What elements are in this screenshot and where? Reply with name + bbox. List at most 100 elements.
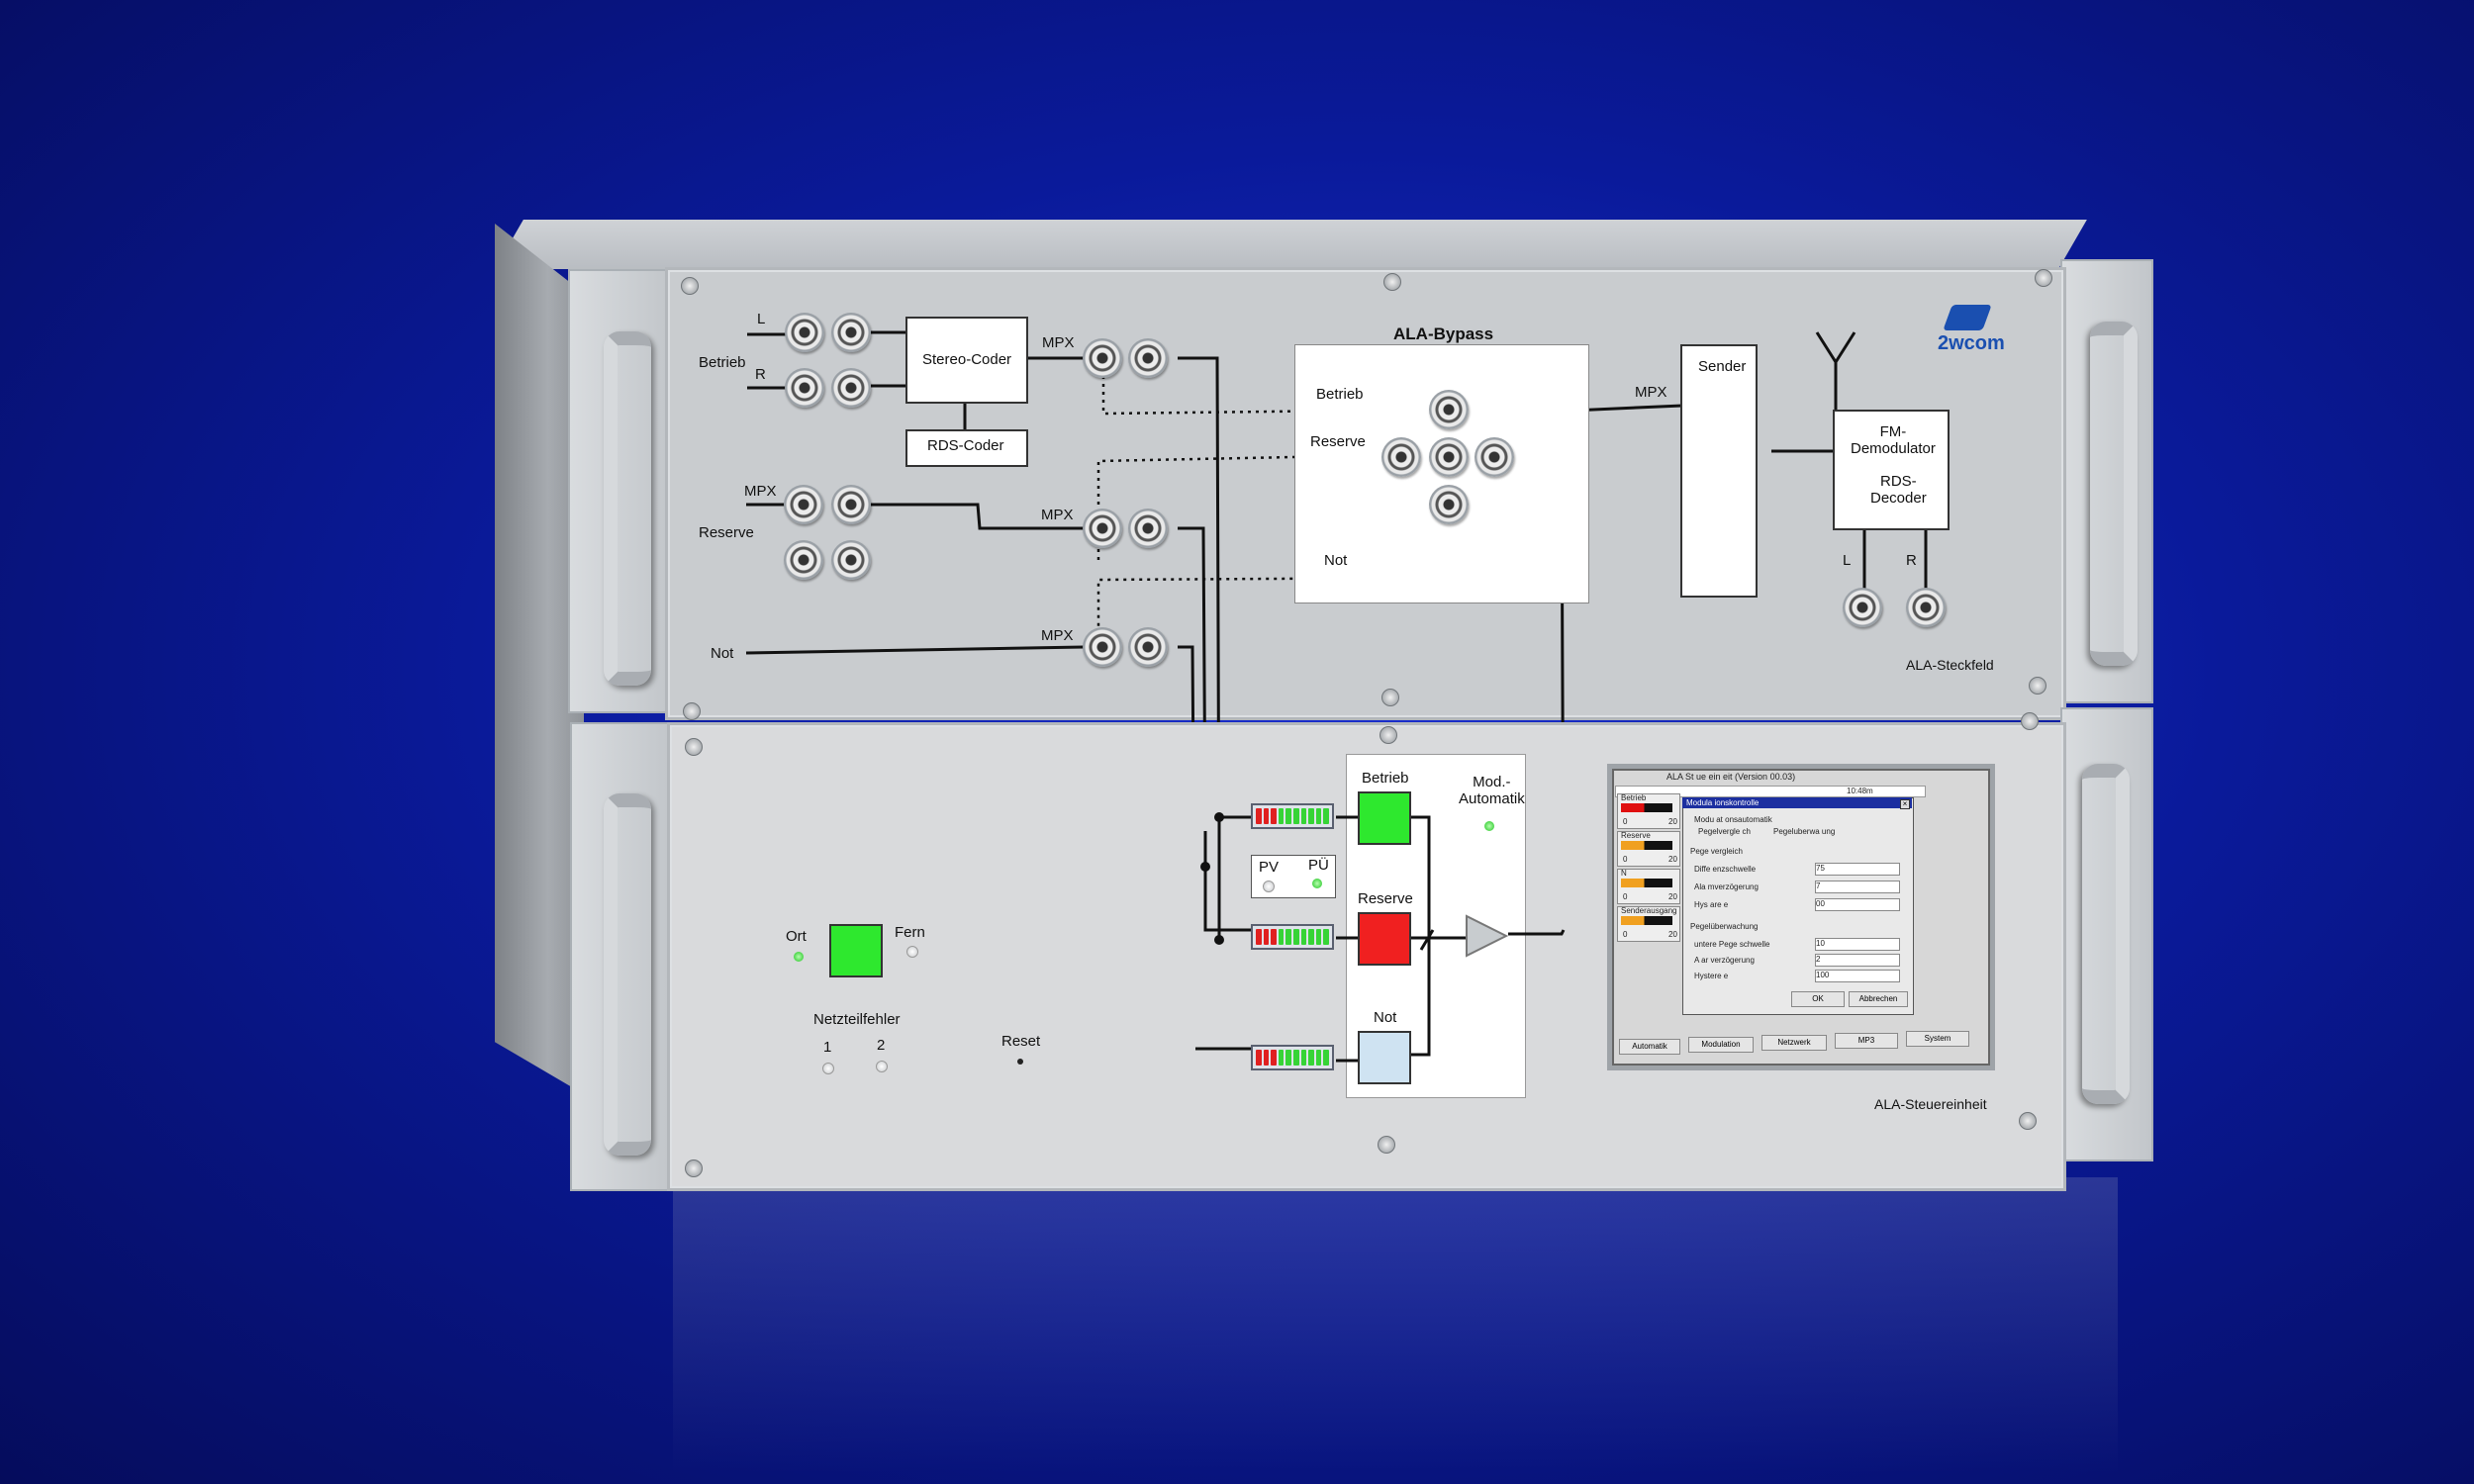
field-input[interactable]: 00 <box>1815 898 1900 911</box>
jack[interactable] <box>1429 485 1469 524</box>
pu-label: PÜ <box>1308 857 1329 874</box>
jack[interactable] <box>831 540 871 580</box>
screw <box>2029 677 2046 695</box>
jack[interactable] <box>1381 437 1421 477</box>
screw <box>2019 1112 2037 1130</box>
field-label: Hys are e <box>1694 900 1729 909</box>
betrieb-button[interactable] <box>1358 791 1411 845</box>
jack[interactable] <box>1843 588 1882 627</box>
out-l-label: L <box>1843 552 1852 569</box>
label-mpx: MPX <box>1041 627 1074 644</box>
jack[interactable] <box>1128 627 1168 667</box>
jack[interactable] <box>1906 588 1946 627</box>
jack[interactable] <box>1475 437 1514 477</box>
meter-min: 0 <box>1623 892 1628 901</box>
reserve-label: Reserve <box>1358 890 1413 907</box>
meter-max: 20 <box>1668 817 1677 826</box>
left-handle-lower[interactable] <box>604 793 651 1156</box>
bypass-betrieb-label: Betrieb <box>1316 386 1364 403</box>
label-r: R <box>755 366 766 383</box>
abbrechen-button[interactable]: Abbrechen <box>1849 991 1908 1007</box>
screw <box>1378 1136 1395 1154</box>
pu-led <box>1312 879 1322 888</box>
jack[interactable] <box>1128 338 1168 378</box>
jack[interactable] <box>1128 509 1168 548</box>
level-meter-not <box>1251 1045 1334 1070</box>
steuereinheit-name: ALA-Steuereinheit <box>1874 1096 1987 1112</box>
sender-box <box>1680 344 1758 598</box>
jack[interactable] <box>1083 509 1122 548</box>
meter-not-label: N <box>1621 869 1627 878</box>
meter-sender-bar <box>1621 916 1672 925</box>
jack[interactable] <box>831 313 871 352</box>
left-handle-upper[interactable] <box>604 331 651 686</box>
field-label: Hystere e <box>1694 972 1729 980</box>
jack[interactable] <box>1429 390 1469 429</box>
jack[interactable] <box>831 368 871 408</box>
label-mpx: MPX <box>1042 334 1075 351</box>
reset-button[interactable] <box>1017 1059 1023 1065</box>
jack[interactable] <box>784 485 823 524</box>
meter-betrieb-bar <box>1621 803 1672 812</box>
jack[interactable] <box>1083 627 1122 667</box>
fm-demod-label: FM- Demodulator <box>1851 423 1936 457</box>
meter-not-bar <box>1621 879 1672 887</box>
label-mpx-sender: MPX <box>1635 384 1667 401</box>
level-meter-betrieb <box>1251 803 1334 829</box>
label-mpx-reserve: MPX <box>744 483 777 500</box>
rack-reflection <box>673 1177 2118 1474</box>
label-mpx: MPX <box>1041 507 1074 523</box>
field-input[interactable]: 10 <box>1815 938 1900 951</box>
label-l: L <box>757 311 766 327</box>
screw <box>681 277 699 295</box>
field-label: untere Pege schwelle <box>1694 940 1770 949</box>
not-button[interactable] <box>1358 1031 1411 1084</box>
jack[interactable] <box>831 485 871 524</box>
screen-title: ALA St ue ein eit (Version 00.03) <box>1666 772 1796 782</box>
radio-pegelueberwachung[interactable]: Pegeluberwa ung <box>1773 827 1836 836</box>
field-input[interactable]: 7 <box>1815 881 1900 893</box>
right-ear-upper <box>2060 259 2153 703</box>
radio-pegelvergleich[interactable]: Pegelvergle ch <box>1698 827 1751 836</box>
jack[interactable] <box>1083 338 1122 378</box>
ort-fern-button[interactable] <box>829 924 883 977</box>
reset-label: Reset <box>1001 1033 1041 1050</box>
pegelvergleich-label: Pege vergleich <box>1690 847 1743 856</box>
fern-led <box>906 946 918 958</box>
sender-label: Sender <box>1698 358 1747 375</box>
nt2-led <box>876 1061 888 1072</box>
field-label: Diffe enzschwelle <box>1694 865 1757 874</box>
field-input[interactable]: 2 <box>1815 954 1900 967</box>
dialog-titlebar <box>1682 797 1912 808</box>
screw <box>1381 689 1399 706</box>
field-input[interactable]: 100 <box>1815 970 1900 982</box>
screw <box>2035 269 2052 287</box>
tab-netzwerk[interactable]: Netzwerk <box>1761 1035 1827 1051</box>
steckfeld-name: ALA-Steckfeld <box>1906 657 1994 673</box>
reserve-button[interactable] <box>1358 912 1411 966</box>
rds-coder-label: RDS-Coder <box>927 437 1004 454</box>
screw <box>1380 726 1397 744</box>
tab-system[interactable]: System <box>1906 1031 1969 1047</box>
label-betrieb: Betrieb <box>699 354 746 371</box>
field-label: A ar verzögerung <box>1694 956 1755 965</box>
jack[interactable] <box>784 540 823 580</box>
bypass-title: ALA-Bypass <box>1393 325 1494 343</box>
ort-label: Ort <box>786 928 807 945</box>
jack[interactable] <box>785 313 824 352</box>
rds-coder-box <box>905 429 1028 467</box>
meter-min: 0 <box>1623 855 1628 864</box>
tab-mp3[interactable]: MP3 <box>1835 1033 1898 1049</box>
tab-modulation[interactable]: Modulation <box>1688 1037 1754 1053</box>
jack[interactable] <box>1429 437 1469 477</box>
field-input[interactable]: 75 <box>1815 863 1900 876</box>
jack[interactable] <box>785 368 824 408</box>
nt1-label: 1 <box>823 1039 832 1056</box>
tab-automatik[interactable]: Automatik <box>1619 1039 1680 1055</box>
ok-button[interactable]: OK <box>1791 991 1845 1007</box>
not-label: Not <box>1374 1009 1397 1026</box>
stereo-coder-box <box>905 317 1028 404</box>
close-icon[interactable]: × <box>1900 799 1910 809</box>
screw <box>1383 273 1401 291</box>
